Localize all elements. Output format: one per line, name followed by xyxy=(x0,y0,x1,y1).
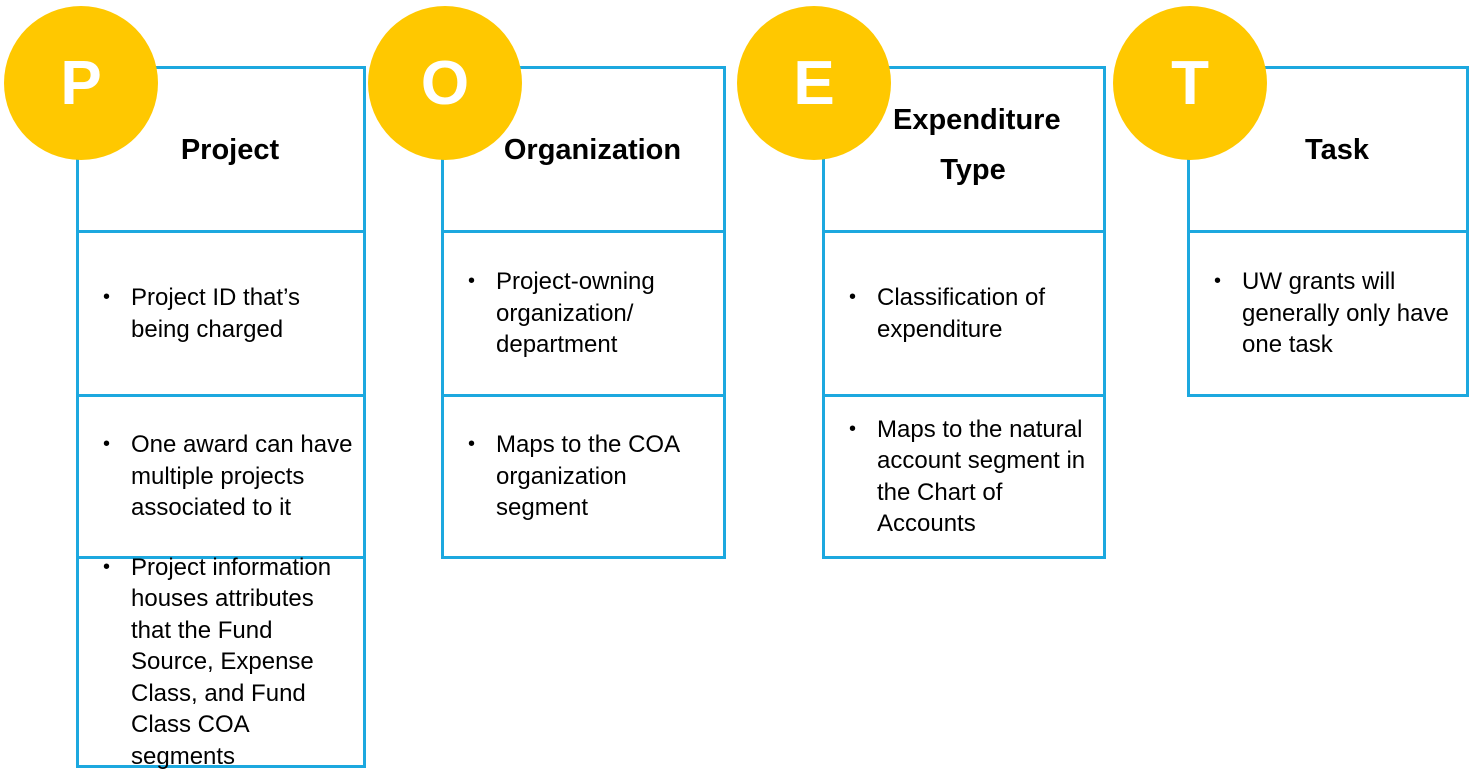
expenditure-type-title: Expenditure Type xyxy=(893,103,1061,186)
task-letter-circle: T xyxy=(1113,6,1267,160)
project-letter: P xyxy=(60,48,102,118)
task-title: Task xyxy=(1305,133,1369,166)
organization-title: Organization xyxy=(503,133,682,166)
project-bullet-3: Project information houses attributes th… xyxy=(103,552,359,773)
project-cell-2: One award can have multiple projects ass… xyxy=(76,394,366,559)
organization-header: Organization xyxy=(441,66,726,233)
organization-bullet-2: Maps to the COA organization segment xyxy=(468,429,713,524)
project-cell-3: Project information houses attributes th… xyxy=(76,552,366,770)
expenditure-type-letter: E xyxy=(793,48,835,118)
project-letter-circle: P xyxy=(4,6,158,160)
organization-cell-1: Project-owning organization/ department xyxy=(441,230,726,397)
expenditure-type-bullet-2: Maps to the natural account segment in t… xyxy=(849,414,1093,540)
expenditure-type-cell-1: Classification of expenditure xyxy=(822,230,1106,397)
organization-cell-2: Maps to the COA organization segment xyxy=(441,394,726,559)
project-title: Project xyxy=(180,133,280,166)
task-letter: T xyxy=(1171,48,1209,118)
expenditure-type-cell-2: Maps to the natural account segment in t… xyxy=(822,394,1106,559)
organization-letter-circle: O xyxy=(368,6,522,160)
expenditure-type-bullet-1: Classification of expenditure xyxy=(849,282,1057,345)
task-bullet-1: UW grants will generally only have one t… xyxy=(1214,266,1462,361)
project-cell-1: Project ID that’s being charged xyxy=(76,230,366,397)
project-bullet-2: One award can have multiple projects ass… xyxy=(103,429,353,524)
organization-bullet-1: Project-owning organization/ department xyxy=(468,266,686,361)
expenditure-type-letter-circle: E xyxy=(737,6,891,160)
organization-letter: O xyxy=(420,48,470,118)
project-bullet-1: Project ID that’s being charged xyxy=(103,282,353,345)
task-cell-1: UW grants will generally only have one t… xyxy=(1187,230,1469,397)
